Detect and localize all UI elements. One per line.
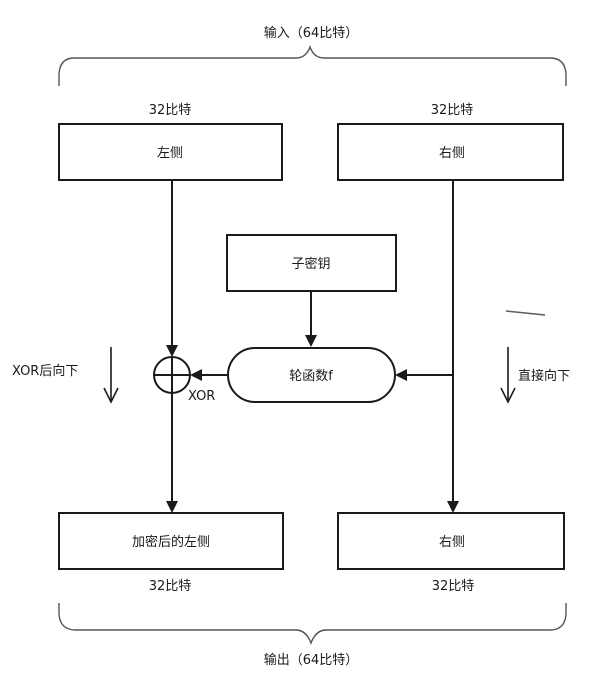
- arrowhead-into-xor-from-f: [190, 369, 202, 381]
- input-label: 输入（64比特）: [264, 25, 359, 41]
- arrowhead-into-output-right: [447, 501, 459, 513]
- output-left-bits-label: 32比特: [149, 579, 192, 594]
- input-brace: [58, 44, 567, 86]
- right-flow-annotation: 直接向下: [518, 368, 570, 384]
- round-function-block: 轮函数f: [227, 347, 396, 403]
- arrowhead-into-f: [305, 335, 317, 347]
- xor-operator: [153, 356, 191, 394]
- output-brace: [58, 603, 567, 645]
- down-arrow-icon: [103, 347, 119, 404]
- right-half-label: 右侧: [439, 146, 465, 161]
- round-function-label: 轮函数f: [289, 369, 333, 384]
- output-right-block: 右侧: [337, 512, 565, 570]
- xor-label: XOR: [188, 389, 215, 404]
- output-label: 输出（64比特）: [264, 652, 359, 668]
- left-half-label: 左侧: [157, 146, 183, 161]
- output-right-bits-label: 32比特: [432, 579, 475, 594]
- left-bits-label: 32比特: [149, 103, 192, 118]
- scan-artifact: [505, 310, 546, 316]
- right-bits-label: 32比特: [431, 103, 474, 118]
- subkey-block: 子密钥: [226, 234, 397, 292]
- left-flow-annotation: XOR后向下: [12, 363, 78, 379]
- subkey-label: 子密钥: [291, 256, 330, 272]
- right-half-block: 右侧: [337, 123, 564, 181]
- down-arrow-icon: [500, 347, 516, 404]
- arrowhead-into-f-from-right: [395, 369, 407, 381]
- output-right-label: 右侧: [439, 535, 465, 550]
- arrowhead-into-xor: [166, 345, 178, 357]
- left-half-block: 左侧: [58, 123, 283, 181]
- encrypted-left-block: 加密后的左侧: [58, 512, 284, 570]
- arrowhead-into-encrypted-left: [166, 501, 178, 513]
- encrypted-left-label: 加密后的左侧: [132, 534, 210, 550]
